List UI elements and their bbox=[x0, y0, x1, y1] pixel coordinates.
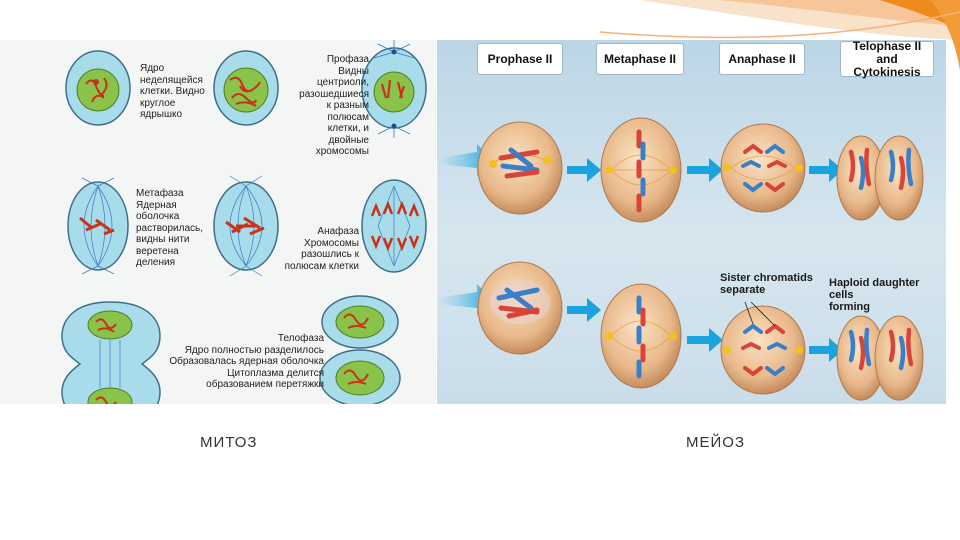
meiosis-caption: МЕЙОЗ bbox=[686, 434, 745, 451]
phase-header-anaphase-ii: Anaphase II bbox=[719, 43, 805, 75]
arrow-2-bottom bbox=[687, 328, 723, 352]
anaphase-label: Анафаза Хромосомы разошлись к полюсам кл… bbox=[283, 226, 359, 272]
sister-chromatids-annotation: Sister chromatids separate bbox=[720, 272, 813, 296]
prophase-cell bbox=[362, 40, 426, 138]
prophase-ii-cell-bottom bbox=[437, 262, 562, 354]
telophase-cell-2 bbox=[320, 296, 400, 404]
mitosis-diagram: Ядро неделящейся клетки. Видно круглое я… bbox=[0, 40, 436, 404]
prophase-label: Профаза Видны центриоли, разошедшиеся к … bbox=[277, 54, 369, 158]
arrow-2-top bbox=[687, 158, 723, 182]
prophase-early-cell bbox=[214, 51, 278, 125]
telophase-label: Телофаза Ядро полностью разделилось Обра… bbox=[166, 333, 324, 391]
anaphase-cell bbox=[362, 180, 426, 272]
anaphase-ii-cell-bottom bbox=[721, 302, 805, 394]
mitosis-caption: МИТОЗ bbox=[200, 434, 258, 451]
anaphase-ii-cell-top bbox=[721, 124, 805, 212]
metaphase-ii-cell-bottom bbox=[601, 284, 681, 388]
telophase-ii-cell-bottom bbox=[837, 316, 923, 400]
prophase-ii-cell-top bbox=[437, 122, 562, 214]
metaphase-cell-2 bbox=[214, 176, 278, 276]
arrow-1-top bbox=[567, 158, 601, 182]
phase-header-prophase-ii: Prophase II bbox=[477, 43, 563, 75]
meiosis-cells-illustration bbox=[437, 40, 946, 404]
metaphase-ii-cell-top bbox=[601, 118, 681, 222]
phase-header-metaphase-ii: Metaphase II bbox=[596, 43, 684, 75]
metaphase-cell-1 bbox=[68, 178, 128, 274]
phase-header-telophase-ii: Telophase II and Cytokinesis bbox=[840, 41, 934, 77]
telophase-cell-1 bbox=[62, 302, 160, 404]
interphase-cell bbox=[66, 51, 130, 125]
meiosis-diagram: Prophase II Metaphase II Anaphase II Tel… bbox=[437, 40, 946, 404]
metaphase-label: Метафаза Ядерная оболочка растворилась, … bbox=[136, 188, 203, 269]
interphase-label: Ядро неделящейся клетки. Видно круглое я… bbox=[140, 63, 205, 121]
telophase-ii-cell-top bbox=[837, 136, 923, 220]
arrow-1-bottom bbox=[567, 298, 601, 322]
haploid-cells-annotation: Haploid daughter cells forming bbox=[829, 277, 946, 313]
